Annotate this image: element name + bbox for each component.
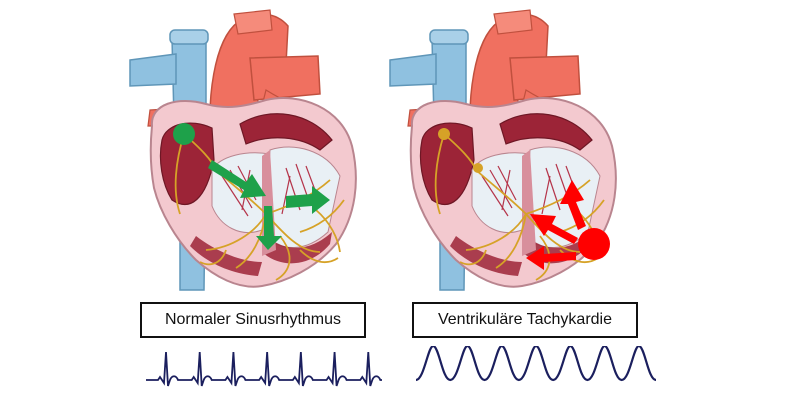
ecg-waveform bbox=[415, 346, 657, 382]
rhythm-label: Normaler Sinusrhythmus bbox=[140, 302, 366, 338]
signal-arrow bbox=[256, 206, 282, 250]
sinus-node-marker bbox=[438, 128, 450, 140]
ecg-trace bbox=[415, 346, 657, 382]
heart-diagram bbox=[389, 9, 617, 291]
panel-ventricular-tachycardia: Ventrikuläre Tachykardie bbox=[389, 0, 800, 400]
ectopic-focus-marker bbox=[578, 228, 610, 260]
rhythm-label: Ventrikuläre Tachykardie bbox=[412, 302, 638, 338]
ecg-waveform bbox=[146, 351, 382, 387]
signal-arrow bbox=[208, 160, 266, 198]
sinus-node-marker bbox=[173, 123, 195, 145]
heart-diagram bbox=[129, 9, 357, 291]
ecg-trace bbox=[146, 351, 382, 387]
signal-arrow bbox=[526, 246, 576, 270]
signal-arrow bbox=[560, 180, 586, 230]
panel-normal-sinus-rhythm: Normaler Sinusrhythmus bbox=[129, 9, 382, 387]
signal-arrow bbox=[530, 214, 578, 244]
signal-arrow bbox=[286, 186, 330, 214]
av-node-marker bbox=[473, 163, 483, 173]
